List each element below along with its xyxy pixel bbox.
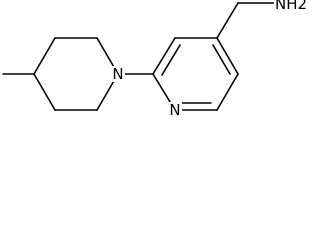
bond-c3-c4 [33,37,56,75]
pyridine-ring [152,37,239,111]
bond-py-c5-c6 [216,73,239,111]
bond-ch2 [216,2,239,39]
structure-diagram: N N NH2 [2,0,306,119]
atom-piperidine-nitrogen: N [111,65,125,83]
bond-py-c4-c5-inner [212,44,231,75]
atom-amine: NH2 [274,0,306,13]
bond-c4-c5 [33,73,56,111]
atom-pyridine-nitrogen: N [168,101,182,119]
bond-py-c2-c3 [152,37,176,75]
pyridine-nitrogen-label: N [169,101,180,119]
piperidine-nitrogen-label: N [112,65,123,83]
bond-py-c2-c3-inner [161,44,181,76]
bond-py-c4-c5 [216,37,239,75]
amine-label: NH2 [275,0,306,13]
piperidine-ring [33,37,119,111]
